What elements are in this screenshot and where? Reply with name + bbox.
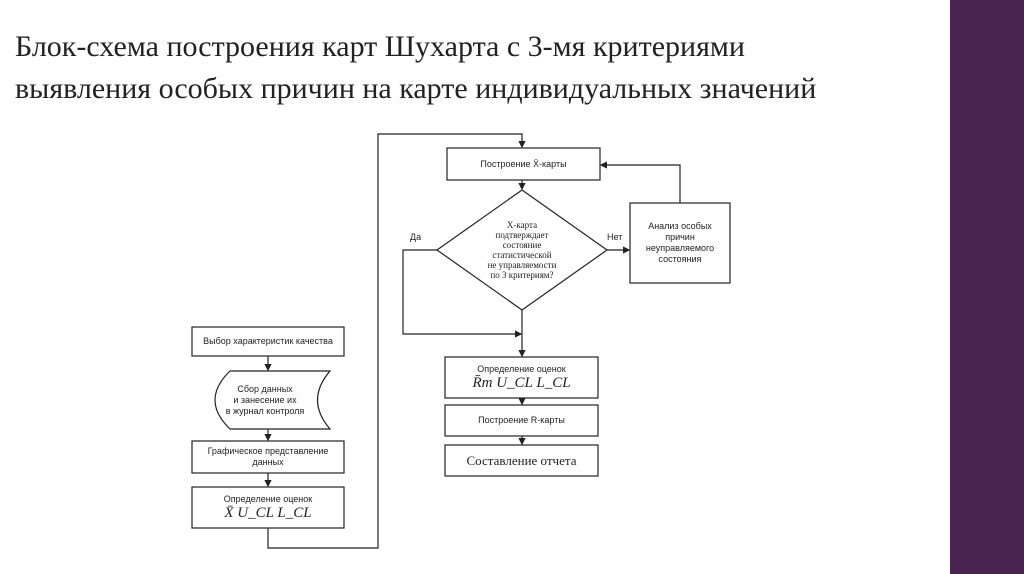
no-label: Нет xyxy=(607,232,623,242)
estimate-label: Определение оценок xyxy=(477,363,566,374)
analysis-line: Анализ особых xyxy=(648,221,712,231)
estimate-formula: R̄m U_CL L_CL xyxy=(472,374,571,391)
estimate-r-text: Определение оценок R̄m U_CL L_CL xyxy=(445,357,598,398)
decision-text: X-карта подтверждает состояние статистич… xyxy=(472,205,572,295)
analysis-line: состояния xyxy=(658,254,702,264)
decision-line: состояние xyxy=(502,240,542,250)
collect-line: Сбор данных xyxy=(237,383,293,394)
decision-line: статистической xyxy=(492,250,552,260)
sidebar-decoration xyxy=(950,0,1024,574)
estimate-formula: X̄ U_CL L_CL xyxy=(224,504,312,521)
report-text: Составление отчета xyxy=(466,453,577,468)
graph-text: Графическое представление данных xyxy=(192,441,344,473)
collect-line: в журнал контроля xyxy=(225,405,305,416)
decision-line: по 3 критериям? xyxy=(490,270,554,280)
decision-line: не управляемости xyxy=(487,260,557,270)
graph-line: Графическое представление xyxy=(207,446,329,456)
graph-line: данных xyxy=(252,457,284,467)
estimate-label: Определение оценок xyxy=(223,493,313,504)
build-x-text: Построение X̄-карты xyxy=(480,158,567,169)
title-line-2: выявления особых причин на карте индивид… xyxy=(15,72,817,105)
analysis-text: Анализ особых причин неуправляемого сост… xyxy=(630,203,730,283)
collect-line: и занесение их xyxy=(233,394,297,405)
box-collect xyxy=(214,370,332,430)
title-line-1: Блок-схема построения карт Шухарта с 3-м… xyxy=(15,30,745,63)
yes-label: Да xyxy=(410,232,422,242)
collect-data-text: Сбор данных и занесение их в журнал конт… xyxy=(210,371,320,429)
slide-title: Блок-схема построения карт Шухарта с 3-м… xyxy=(15,26,816,110)
decision-line: подтверждает xyxy=(495,230,549,240)
build-r-text: Построение R-карты xyxy=(478,415,565,425)
estimate-x-text: Определение оценок X̄ U_CL L_CL xyxy=(192,487,344,528)
decision-line: X-карта xyxy=(506,220,538,230)
analysis-line: причин xyxy=(665,232,695,242)
select-characteristics-text: Выбор характеристик качества xyxy=(203,336,333,346)
analysis-line: неуправляемого xyxy=(645,243,715,253)
